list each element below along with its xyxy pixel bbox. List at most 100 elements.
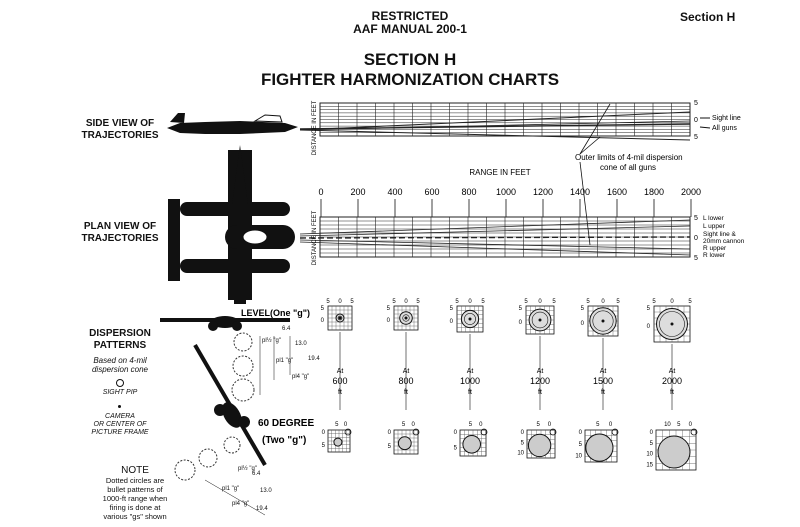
level-gmark-2: pl1 "g" — [276, 358, 293, 364]
side-view-grid — [299, 102, 691, 141]
plan-view-label-2: TRAJECTORIES — [81, 233, 159, 244]
svg-text:At: At — [403, 368, 410, 375]
svg-text:10: 10 — [646, 452, 653, 458]
svg-text:0: 0 — [322, 430, 326, 436]
sight-pip-label: SIGHT PIP — [102, 389, 138, 396]
plan-tick-mid: 0 — [694, 235, 698, 242]
svg-text:5: 5 — [521, 440, 525, 446]
sixty-degree-airplane — [193, 343, 267, 467]
svg-text:5: 5 — [537, 422, 541, 428]
based-on-2: dispersion cone — [91, 365, 149, 374]
svg-text:600: 600 — [332, 376, 347, 386]
manual-label: AAF MANUAL 200-1 — [353, 22, 467, 36]
svg-text:10: 10 — [664, 422, 671, 428]
level-gmark-3: pl4 "g" — [292, 374, 309, 380]
svg-text:5: 5 — [586, 299, 590, 305]
svg-text:5: 5 — [481, 299, 485, 305]
svg-text:0: 0 — [404, 299, 408, 305]
level-label: LEVEL — [241, 308, 271, 318]
plan-legend: L lower L upper Sight line & 20mm cannon… — [703, 215, 745, 259]
svg-text:0: 0 — [344, 422, 348, 428]
legend-sight-line: Sight line — [712, 115, 741, 122]
svg-text:Sight line &: Sight line & — [703, 231, 737, 238]
plan-tick-top: 5 — [694, 215, 698, 222]
svg-text:At: At — [467, 368, 474, 375]
svg-text:0: 0 — [468, 299, 472, 305]
svg-text:0: 0 — [650, 430, 654, 436]
svg-text:0: 0 — [647, 324, 651, 330]
svg-text:ft: ft — [601, 389, 605, 396]
legend-all-guns: All guns — [712, 125, 737, 132]
note-line-2: bullet patterns of — [107, 485, 163, 494]
based-on-1: Based on 4-mil — [93, 356, 147, 365]
svg-text:L upper: L upper — [703, 223, 726, 230]
camera-label-3: PICTURE FRAME — [91, 429, 149, 436]
section-tag: Section H — [680, 10, 736, 24]
svg-text:5: 5 — [469, 422, 473, 428]
side-view-label-2: TRAJECTORIES — [81, 130, 159, 141]
svg-text:5: 5 — [677, 422, 681, 428]
note-line-3: 1000-ft range when — [102, 494, 168, 503]
plan-view-label-1: PLAN VIEW OF — [83, 221, 157, 232]
svg-text:5: 5 — [524, 299, 528, 305]
range-tick: 1400 — [570, 187, 590, 197]
svg-text:5: 5 — [326, 299, 330, 305]
note-line-4: firing is done at — [109, 503, 161, 512]
range-tick: 1200 — [533, 187, 553, 197]
note-line-1: Dotted circles are — [105, 476, 165, 485]
level-airplane — [160, 316, 290, 331]
svg-text:L lower: L lower — [703, 215, 725, 222]
plan-tick-bot: 5 — [694, 255, 698, 262]
svg-text:At: At — [669, 368, 676, 375]
range-tick: 0 — [318, 187, 323, 197]
plan-axis-label: DISTANCE IN FEET — [312, 210, 318, 265]
level-dim-3: 19.4 — [308, 356, 320, 362]
svg-text:At: At — [537, 368, 544, 375]
range-tick: 600 — [424, 187, 439, 197]
svg-text:0: 0 — [521, 430, 525, 436]
svg-text:5: 5 — [392, 299, 396, 305]
range-tick: 1000 — [496, 187, 516, 197]
svg-text:R lower: R lower — [703, 252, 726, 259]
svg-text:10: 10 — [517, 451, 524, 457]
svg-text:At: At — [600, 368, 607, 375]
range-tick: 200 — [350, 187, 365, 197]
sixty-bullet-patterns — [174, 436, 241, 481]
note-title: NOTE — [121, 465, 149, 476]
side-view-airplane — [167, 113, 298, 134]
svg-text:0: 0 — [412, 422, 416, 428]
svg-text:5: 5 — [388, 444, 392, 450]
svg-text:1200: 1200 — [530, 376, 550, 386]
svg-text:5: 5 — [454, 445, 458, 451]
svg-text:5: 5 — [416, 299, 420, 305]
restricted-label: RESTRICTED — [371, 9, 449, 23]
camera-label-2: OR CENTER OF — [93, 421, 147, 428]
svg-text:0: 0 — [450, 319, 454, 325]
svg-text:5: 5 — [552, 299, 556, 305]
svg-text:At: At — [337, 368, 344, 375]
range-tick: 1800 — [644, 187, 664, 197]
svg-text:5: 5 — [450, 306, 454, 312]
svg-text:5: 5 — [455, 299, 459, 305]
range-label: RANGE IN FEET — [469, 168, 530, 177]
svg-text:10: 10 — [575, 454, 582, 460]
svg-text:5: 5 — [596, 422, 600, 428]
svg-text:5: 5 — [387, 306, 391, 312]
section-title: SECTION H — [363, 50, 457, 69]
svg-text:0: 0 — [454, 430, 458, 436]
sixty-gmark-3: pl4 "g" — [232, 501, 249, 507]
side-axis-label: DISTANCE IN FEET — [312, 100, 318, 155]
camera-label-1: CAMERA — [105, 413, 135, 420]
svg-text:cone of all guns: cone of all guns — [600, 163, 656, 172]
sixty-label: 60 DEGREE — [258, 418, 314, 429]
plan-view-airplane — [168, 145, 295, 304]
range-tick: 400 — [387, 187, 402, 197]
level-g-label: (One "g") — [270, 308, 310, 318]
svg-text:5: 5 — [688, 299, 692, 305]
note-line-5: various "gs" shown — [103, 512, 167, 521]
